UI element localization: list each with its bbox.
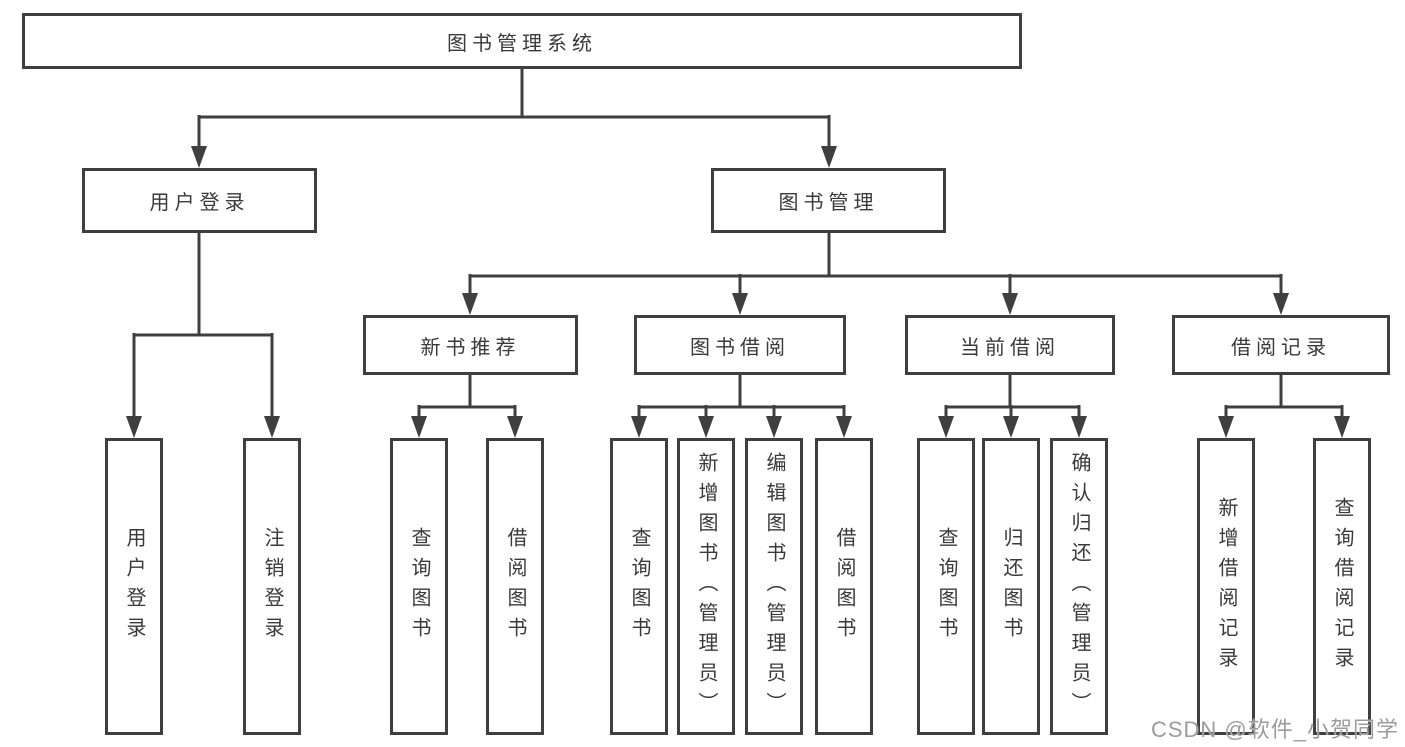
leaf-nb-borrow-books-label: 借阅图书: [504, 526, 526, 647]
node-borrowing: 图书借阅: [634, 315, 846, 375]
leaf-bb-borrow-books: 借阅图书: [815, 438, 873, 735]
leaf-br-query-record: 查询借阅记录: [1313, 438, 1371, 735]
leaf-cb-return-books-label: 归还图书: [1000, 526, 1022, 647]
connector-book-mgmt: [462, 233, 1289, 315]
leaf-nb-borrow-books: 借阅图书: [486, 438, 544, 735]
leaf-cb-query-books-label: 查询图书: [935, 526, 957, 647]
leaf-bb-add-books-label: 新增图书（管理员）: [695, 451, 717, 722]
leaf-br-add-record: 新增借阅记录: [1197, 438, 1255, 735]
leaf-bb-borrow-books-label: 借阅图书: [833, 526, 855, 647]
connector-user-login: [126, 233, 280, 438]
node-current-borrow: 当前借阅: [905, 315, 1115, 375]
leaf-nb-query-books-label: 查询图书: [408, 526, 430, 647]
leaf-bb-query-books: 查询图书: [610, 438, 668, 735]
leaf-cb-confirm-return: 确认归还（管理员）: [1050, 438, 1108, 735]
leaf-cb-query-books: 查询图书: [917, 438, 975, 735]
leaf-bb-query-books-label: 查询图书: [628, 526, 650, 647]
leaf-logout-label: 注销登录: [261, 526, 283, 647]
node-new-books: 新书推荐: [363, 315, 578, 375]
leaf-cb-confirm-return-label: 确认归还（管理员）: [1068, 451, 1090, 722]
watermark: CSDN @软件_小贺同学: [1150, 717, 1399, 742]
leaf-br-add-record-label: 新增借阅记录: [1215, 496, 1237, 677]
connector-current-borrow: [938, 375, 1087, 438]
connector-borrowing: [631, 375, 852, 438]
node-user-login: 用户登录: [82, 168, 317, 233]
leaf-cb-return-books: 归还图书: [982, 438, 1040, 735]
connector-root: [191, 69, 837, 168]
leaf-bb-add-books: 新增图书（管理员）: [677, 438, 735, 735]
leaf-br-query-record-label: 查询借阅记录: [1331, 496, 1353, 677]
leaf-logout: 注销登录: [243, 438, 301, 735]
leaf-nb-query-books: 查询图书: [390, 438, 448, 735]
leaf-user-login-label: 用户登录: [123, 526, 145, 647]
node-borrow-records: 借阅记录: [1172, 315, 1390, 375]
node-root: 图书管理系统: [22, 13, 1022, 69]
connector-new-books: [411, 375, 523, 438]
leaf-bb-edit-books: 编辑图书（管理员）: [745, 438, 803, 735]
leaf-user-login: 用户登录: [105, 438, 163, 735]
leaf-bb-edit-books-label: 编辑图书（管理员）: [763, 451, 785, 722]
node-book-mgmt: 图书管理: [711, 168, 946, 233]
connector-borrow-records: [1218, 375, 1350, 438]
